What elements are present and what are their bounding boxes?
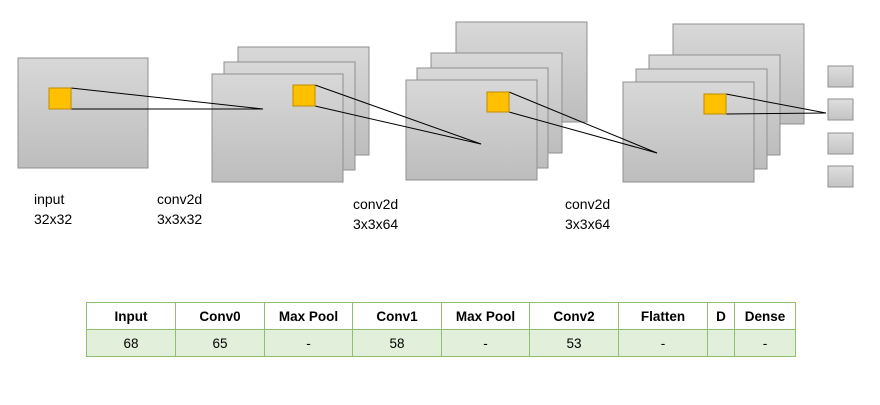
table-cell: 68 bbox=[86, 329, 176, 357]
table-header-cell: D bbox=[707, 302, 735, 330]
caption-input: input 32x32 bbox=[34, 189, 72, 229]
caption-line: 3x3x32 bbox=[157, 211, 203, 227]
output-units bbox=[827, 65, 854, 188]
output-unit bbox=[827, 65, 854, 88]
cnn-architecture-diagram bbox=[17, 21, 854, 188]
table-cell: 53 bbox=[529, 329, 619, 357]
caption-conv1: conv2d 3x3x64 bbox=[353, 194, 398, 234]
caption-line: 3x3x64 bbox=[353, 216, 399, 232]
output-unit bbox=[827, 165, 854, 188]
table-cell: - bbox=[734, 329, 796, 357]
kernel-window bbox=[703, 93, 727, 115]
caption-line: 3x3x64 bbox=[565, 216, 611, 232]
caption-line: conv2d bbox=[353, 196, 399, 212]
table-header-cell: Max Pool bbox=[441, 302, 530, 330]
kernel-window bbox=[486, 91, 510, 113]
conv2-feature-maps bbox=[622, 23, 805, 183]
caption-line: conv2d bbox=[157, 191, 203, 207]
caption-conv0: conv2d 3x3x32 bbox=[157, 189, 202, 229]
output-unit bbox=[827, 98, 854, 121]
table-header-cell: Input bbox=[86, 302, 176, 330]
table-header-row: Input Conv0 Max Pool Conv1 Max Pool Conv… bbox=[86, 302, 796, 330]
caption-line: input bbox=[34, 191, 65, 207]
table-header-cell: Flatten bbox=[618, 302, 708, 330]
table-cell: 65 bbox=[175, 329, 265, 357]
kernel-window bbox=[48, 87, 72, 110]
kernel-windows bbox=[48, 84, 727, 115]
table-cell: - bbox=[441, 329, 530, 357]
caption-line: 32x32 bbox=[34, 211, 73, 227]
kernel-window bbox=[292, 84, 316, 107]
table-cell: - bbox=[264, 329, 353, 357]
caption-line: conv2d bbox=[565, 196, 611, 212]
table-header-cell: Conv0 bbox=[175, 302, 265, 330]
receptive-field-lines bbox=[70, 84, 827, 154]
input-feature-map bbox=[17, 57, 149, 169]
caption-conv2: conv2d 3x3x64 bbox=[565, 194, 610, 234]
table-row: 68 65 - 58 - 53 - - bbox=[86, 329, 796, 357]
table-header-cell: Conv1 bbox=[352, 302, 442, 330]
layer-table: Input Conv0 Max Pool Conv1 Max Pool Conv… bbox=[86, 302, 796, 357]
table-header-cell: Max Pool bbox=[264, 302, 353, 330]
table-header-cell: Conv2 bbox=[529, 302, 619, 330]
conv1-feature-maps bbox=[405, 21, 588, 181]
output-unit bbox=[827, 132, 854, 155]
table-cell: - bbox=[618, 329, 708, 357]
table-cell: 58 bbox=[352, 329, 442, 357]
table-cell bbox=[707, 329, 735, 357]
conv0-feature-maps bbox=[211, 46, 370, 183]
table-header-cell: Dense bbox=[734, 302, 796, 330]
